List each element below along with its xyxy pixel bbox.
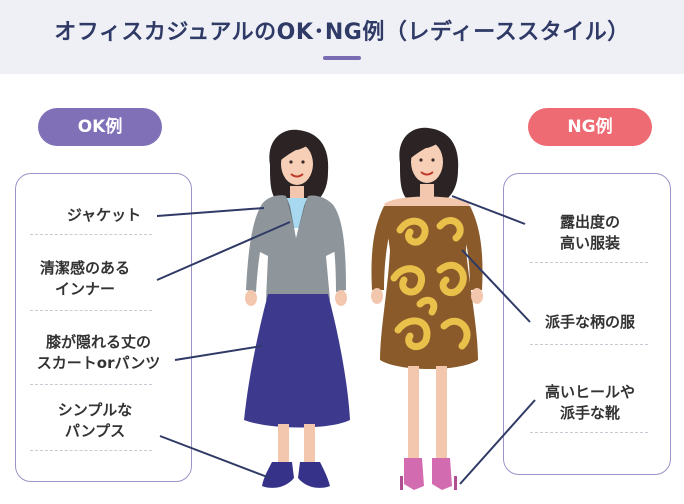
divider — [30, 384, 152, 385]
ok-panel — [15, 173, 192, 482]
title-underline — [323, 56, 361, 60]
ng-label-shoes: 高いヒールや 派手な靴 — [544, 383, 635, 422]
ng-woman-figure — [371, 127, 483, 490]
ok-label-inner: 清潔感のある インナー — [39, 259, 130, 298]
divider — [530, 262, 648, 263]
ng-badge: NG例 — [528, 108, 652, 146]
ng-panel — [503, 173, 671, 475]
ok-badge: OK例 — [38, 108, 162, 146]
ok-label-jacket: ジャケット — [66, 206, 142, 224]
ok-woman-figure — [244, 129, 350, 488]
leader-lines — [156, 195, 536, 485]
divider — [30, 234, 152, 235]
ok-label-pumps: シンプルな パンプス — [57, 401, 133, 440]
header-band — [0, 0, 684, 74]
divider — [530, 344, 648, 345]
ok-label-skirt: 膝が隠れる丈の スカートorパンツ — [36, 333, 161, 372]
divider — [30, 450, 152, 451]
page-title: オフィスカジュアルのOK･NG例（レディーススタイル） — [54, 20, 630, 45]
divider — [530, 432, 648, 433]
ng-label-exposure: 露出度の 高い服装 — [559, 213, 620, 252]
ng-label-pattern: 派手な柄の服 — [544, 313, 635, 331]
divider — [30, 310, 152, 311]
